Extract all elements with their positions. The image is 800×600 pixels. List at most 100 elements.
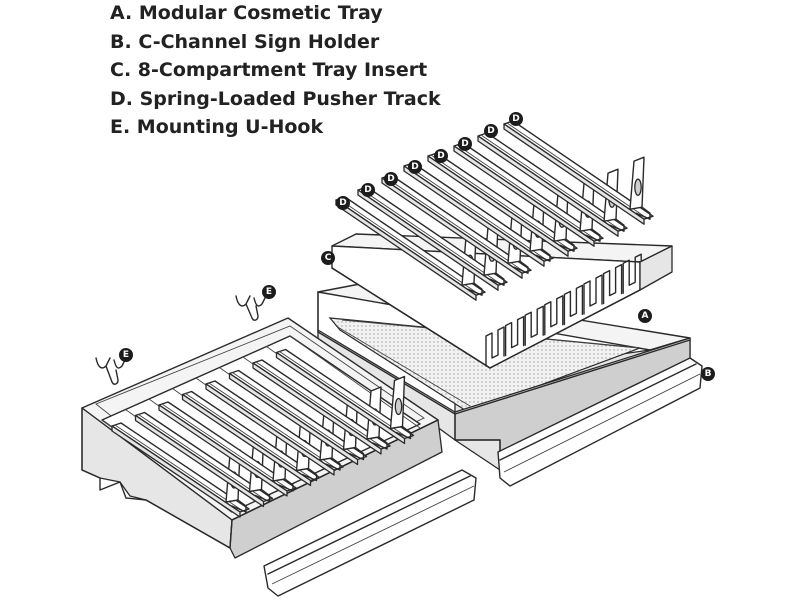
callout-e-lower-circle bbox=[119, 348, 133, 362]
legend-item-e: E. Mounting U-Hook bbox=[110, 116, 324, 138]
pusher-track-left-3-rail-side bbox=[158, 404, 288, 497]
callout-c-label: C bbox=[325, 253, 332, 263]
callout-e-upper-label: E bbox=[266, 287, 272, 297]
pusher-track-right-2-rail-side bbox=[357, 189, 499, 291]
pusher-track-left-2-rail-groove bbox=[138, 414, 267, 501]
callout-b-circle bbox=[701, 367, 715, 381]
insert-divider-right-6 bbox=[583, 274, 603, 315]
callout-c-circle bbox=[321, 251, 335, 265]
legend-item-c: C. 8-Compartment Tray Insert bbox=[110, 59, 428, 81]
insert-divider-right-2 bbox=[504, 315, 525, 357]
pusher-track-right-2-rail-groove bbox=[360, 188, 502, 285]
sign-holder-right bbox=[497, 357, 703, 487]
pusher-track-left-2-foot bbox=[254, 488, 271, 503]
tray-insert-right bbox=[331, 233, 673, 369]
callout-d-3-label: D bbox=[387, 174, 394, 184]
pusher-track-left-6-rail-groove bbox=[232, 372, 361, 459]
pusher-track-left-7-rail-side bbox=[252, 362, 382, 455]
pusher-track-left-5-rail-side bbox=[205, 383, 335, 476]
pusher-track-left-1-rail-groove bbox=[114, 424, 244, 512]
pusher-track-right-8 bbox=[503, 120, 654, 225]
callout-d-8: D bbox=[509, 112, 523, 126]
pusher-track-group-left bbox=[111, 348, 415, 518]
callout-e-lower: E bbox=[119, 348, 133, 362]
pusher-track-left-1-foot bbox=[231, 499, 247, 513]
callout-d-4-circle bbox=[408, 160, 422, 174]
pusher-track-right-6-foot bbox=[585, 228, 601, 242]
pusher-track-right-3-foot bbox=[513, 260, 529, 274]
pusher-track-left-3-rail-groove bbox=[161, 403, 291, 491]
sign-holder-left bbox=[263, 469, 477, 597]
pusher-track-right-5-rail-groove bbox=[430, 154, 572, 251]
pusher-track-left-7-foot bbox=[372, 436, 388, 450]
pusher-track-right-5-foot bbox=[559, 238, 575, 252]
pusher-track-right-7-rail-groove bbox=[480, 134, 622, 231]
pusher-track-left-5-foot bbox=[325, 457, 341, 471]
insert-divider-right-3 bbox=[524, 305, 544, 346]
pusher-track-right-5-rail-side bbox=[427, 155, 569, 257]
insert-divider-right-8 bbox=[622, 253, 642, 294]
callout-d-5: D bbox=[434, 149, 448, 163]
pusher-track-left-4-rail-side bbox=[181, 393, 312, 487]
pusher-track-left-4-rail-groove bbox=[185, 393, 314, 480]
callout-d-1-label: D bbox=[339, 198, 346, 208]
pusher-track-right-8-foot bbox=[635, 206, 651, 220]
pusher-track-right-7 bbox=[477, 132, 628, 237]
callout-d-2-label: D bbox=[364, 185, 371, 195]
pusher-track-group-right bbox=[335, 120, 654, 301]
callout-d-3: D bbox=[384, 172, 398, 186]
callout-b: B bbox=[701, 367, 715, 381]
callout-c: C bbox=[321, 251, 335, 265]
pusher-track-left-5-rail-groove bbox=[208, 382, 338, 470]
pusher-track-right-7-rail-side bbox=[477, 135, 619, 237]
pusher-track-right-8-rail-side bbox=[503, 123, 645, 225]
callout-d-1: D bbox=[336, 196, 350, 210]
pusher-track-right-2-foot bbox=[489, 272, 505, 286]
pusher-track-left-8-rail-side bbox=[275, 351, 406, 445]
callout-d-2-circle bbox=[361, 183, 375, 197]
callout-d-7-circle bbox=[484, 124, 498, 138]
pusher-track-right-3-rail-side bbox=[381, 177, 523, 279]
legend-item-b: B. C-Channel Sign Holder bbox=[110, 30, 380, 53]
callout-b-label: B bbox=[705, 369, 712, 379]
u-hook-lower bbox=[95, 357, 127, 385]
callout-d-5-label: D bbox=[437, 151, 444, 161]
pusher-track-left-1-rail-side bbox=[111, 425, 241, 518]
pusher-track-left-6-rail-side bbox=[228, 372, 359, 466]
insert-divider-right-4 bbox=[544, 295, 564, 336]
legend-item-a: A. Modular Cosmetic Tray bbox=[110, 2, 383, 24]
pusher-track-left-8-rail-groove bbox=[279, 351, 408, 438]
callout-d-6-label: D bbox=[461, 139, 468, 149]
pusher-track-left-6-foot bbox=[348, 446, 365, 461]
callout-e-upper-circle bbox=[262, 285, 276, 299]
pusher-track-left-4 bbox=[181, 390, 321, 487]
callout-a-label: A bbox=[642, 311, 649, 321]
pusher-track-left-8-spring bbox=[394, 397, 403, 416]
pusher-track-right-4-rail-groove bbox=[406, 164, 548, 261]
insert-divider-right-1 bbox=[485, 326, 505, 367]
callout-d-4-label: D bbox=[411, 162, 418, 172]
pusher-track-right-1-rail-side bbox=[335, 199, 477, 301]
callout-d-6: D bbox=[458, 137, 472, 151]
pusher-track-right-6-rail-side bbox=[453, 145, 595, 247]
pusher-track-right-4-foot bbox=[535, 248, 551, 262]
callout-d-1-circle bbox=[336, 196, 350, 210]
pusher-track-right-1-rail-groove bbox=[338, 198, 480, 295]
pusher-track-right-4-rail-side bbox=[403, 165, 545, 267]
pusher-track-left-8 bbox=[275, 348, 415, 445]
callout-e-upper: E bbox=[262, 285, 276, 299]
u-hook-upper bbox=[235, 295, 267, 321]
callout-d-5-circle bbox=[434, 149, 448, 163]
callout-a-circle bbox=[638, 309, 652, 323]
callout-d-4: D bbox=[408, 160, 422, 174]
callout-a: A bbox=[638, 309, 652, 323]
pusher-track-right-3-rail-groove bbox=[384, 176, 526, 273]
callout-d-6-circle bbox=[458, 137, 472, 151]
pusher-track-right-8-spring bbox=[634, 178, 642, 196]
pusher-track-right-7-foot bbox=[609, 218, 625, 232]
pusher-track-left-4-foot bbox=[301, 467, 318, 482]
insert-divider-right-5 bbox=[563, 284, 584, 326]
pusher-track-left-3-foot bbox=[278, 478, 294, 492]
callout-d-8-circle bbox=[509, 112, 523, 126]
